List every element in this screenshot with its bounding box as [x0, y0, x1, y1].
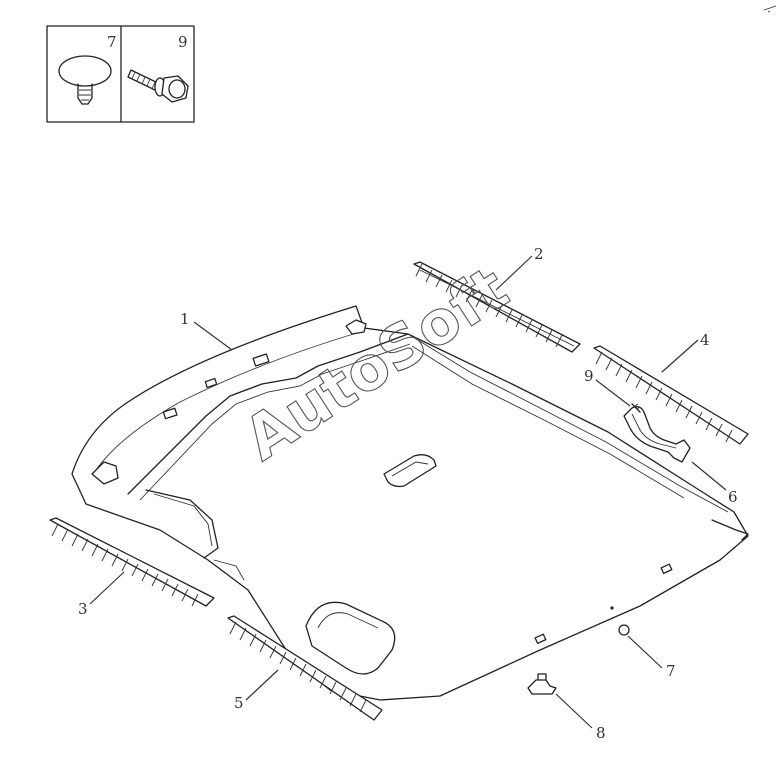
callout-5: 5	[234, 694, 244, 712]
headliner-panel	[71, 305, 749, 701]
callout-8: 8	[596, 724, 606, 742]
callout-3: 3	[78, 600, 88, 618]
bolt-icon	[127, 69, 189, 103]
dome-lamp-opening	[383, 454, 437, 488]
callout-1: 1	[180, 310, 190, 328]
push-clip-icon	[58, 55, 112, 105]
mount-hole	[162, 407, 178, 420]
callout-4: 4	[700, 331, 710, 349]
mount-hole	[204, 377, 218, 389]
fastener-legend: 7 9	[46, 25, 195, 123]
callout-7: 7	[666, 662, 676, 680]
clip-7	[618, 624, 630, 636]
callout-9: 9	[584, 367, 594, 385]
trim-strip-5	[227, 615, 383, 721]
trim-strip-3	[49, 517, 215, 607]
screw-9	[631, 403, 641, 413]
legend-callout-7: 7	[107, 33, 117, 51]
trim-strip-2	[413, 261, 581, 353]
callout-6: 6	[728, 488, 738, 506]
callout-labels: 1 2 3 4 5 6 7 8 9	[78, 245, 738, 742]
leader-lines	[89, 255, 727, 729]
retainer-8	[527, 673, 557, 695]
mount-hole	[534, 633, 547, 645]
mount-hole	[610, 606, 614, 610]
visor-pocket-left	[91, 461, 119, 485]
callout-2: 2	[534, 245, 544, 263]
visor-pocket-right	[345, 319, 367, 335]
mount-hole	[252, 353, 270, 367]
corner-mark	[763, 5, 777, 13]
trim-strip-4	[593, 345, 749, 445]
legend-callout-9: 9	[178, 33, 188, 51]
mount-hole	[660, 563, 673, 575]
